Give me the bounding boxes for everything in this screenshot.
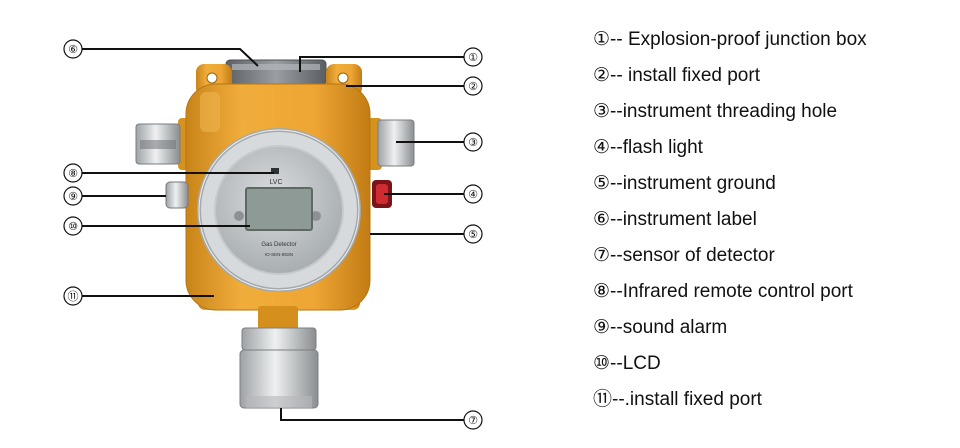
parts-legend: ①-- Explosion-proof junction box ②-- ins… xyxy=(593,24,867,420)
legend-item-6: ⑥--instrument label xyxy=(593,209,757,230)
device-name-text: Gas Detector xyxy=(261,242,296,248)
legend-item-3: ③--instrument threading hole xyxy=(593,101,838,122)
callout-6-label: ⑥ xyxy=(68,43,78,56)
legend-item-8: ⑧--Infrared remote control port xyxy=(593,281,853,302)
legend-item-4: ④--flash light xyxy=(593,137,703,158)
callout-8-label: ⑧ xyxy=(68,167,78,180)
gas-detector-diagram: LVC Gas Detector IO-SEN-85SN ⑥ xyxy=(63,39,483,430)
callout-1: ① xyxy=(463,47,483,67)
device-model-text: IO-SEN-85SN xyxy=(265,252,293,257)
callout-11: ⑪ xyxy=(63,286,83,306)
screw-left xyxy=(234,211,244,221)
lcd-screen xyxy=(245,187,313,231)
legend-item-7: ⑦--sensor of detector xyxy=(593,245,775,266)
callout-9: ⑨ xyxy=(63,186,83,206)
callout-9-label: ⑨ xyxy=(68,190,78,203)
callout-3: ③ xyxy=(463,132,483,152)
device-brand-text: LVC xyxy=(269,179,282,186)
sensor xyxy=(239,306,319,409)
sound-alarm xyxy=(165,181,189,209)
leader-lines xyxy=(82,48,464,421)
legend-item-2: ②-- install fixed port xyxy=(593,65,760,86)
callout-7: ⑦ xyxy=(463,410,483,430)
screw-right xyxy=(311,211,321,221)
legend-item-1: ①-- Explosion-proof junction box xyxy=(593,29,867,50)
callout-8: ⑧ xyxy=(63,163,83,183)
leader-line-6 xyxy=(82,48,259,67)
callout-5: ⑤ xyxy=(463,224,483,244)
legend-item-5: ⑤--instrument ground xyxy=(593,173,776,194)
callout-11-label: ⑪ xyxy=(68,290,79,303)
callout-4: ④ xyxy=(463,184,483,204)
callout-2: ② xyxy=(463,76,483,96)
callout-10: ⑩ xyxy=(63,216,83,236)
legend-item-9: ⑨--sound alarm xyxy=(593,317,728,338)
callout-3-label: ③ xyxy=(468,136,478,149)
callout-1-label: ① xyxy=(468,51,478,64)
callout-4-label: ④ xyxy=(468,188,478,201)
legend-item-10: ⑩--LCD xyxy=(593,353,661,374)
legend-item-11: ⑪--.install fixed port xyxy=(593,389,762,410)
callout-7-label: ⑦ xyxy=(468,414,478,427)
callout-5-label: ⑤ xyxy=(468,228,478,241)
callout-6: ⑥ xyxy=(63,39,83,59)
leader-line-1 xyxy=(299,56,464,72)
callout-2-label: ② xyxy=(468,80,478,93)
callout-10-label: ⑩ xyxy=(68,220,78,233)
leader-line-7 xyxy=(280,408,464,421)
infrared-port xyxy=(271,168,279,174)
flash-light xyxy=(372,180,392,208)
